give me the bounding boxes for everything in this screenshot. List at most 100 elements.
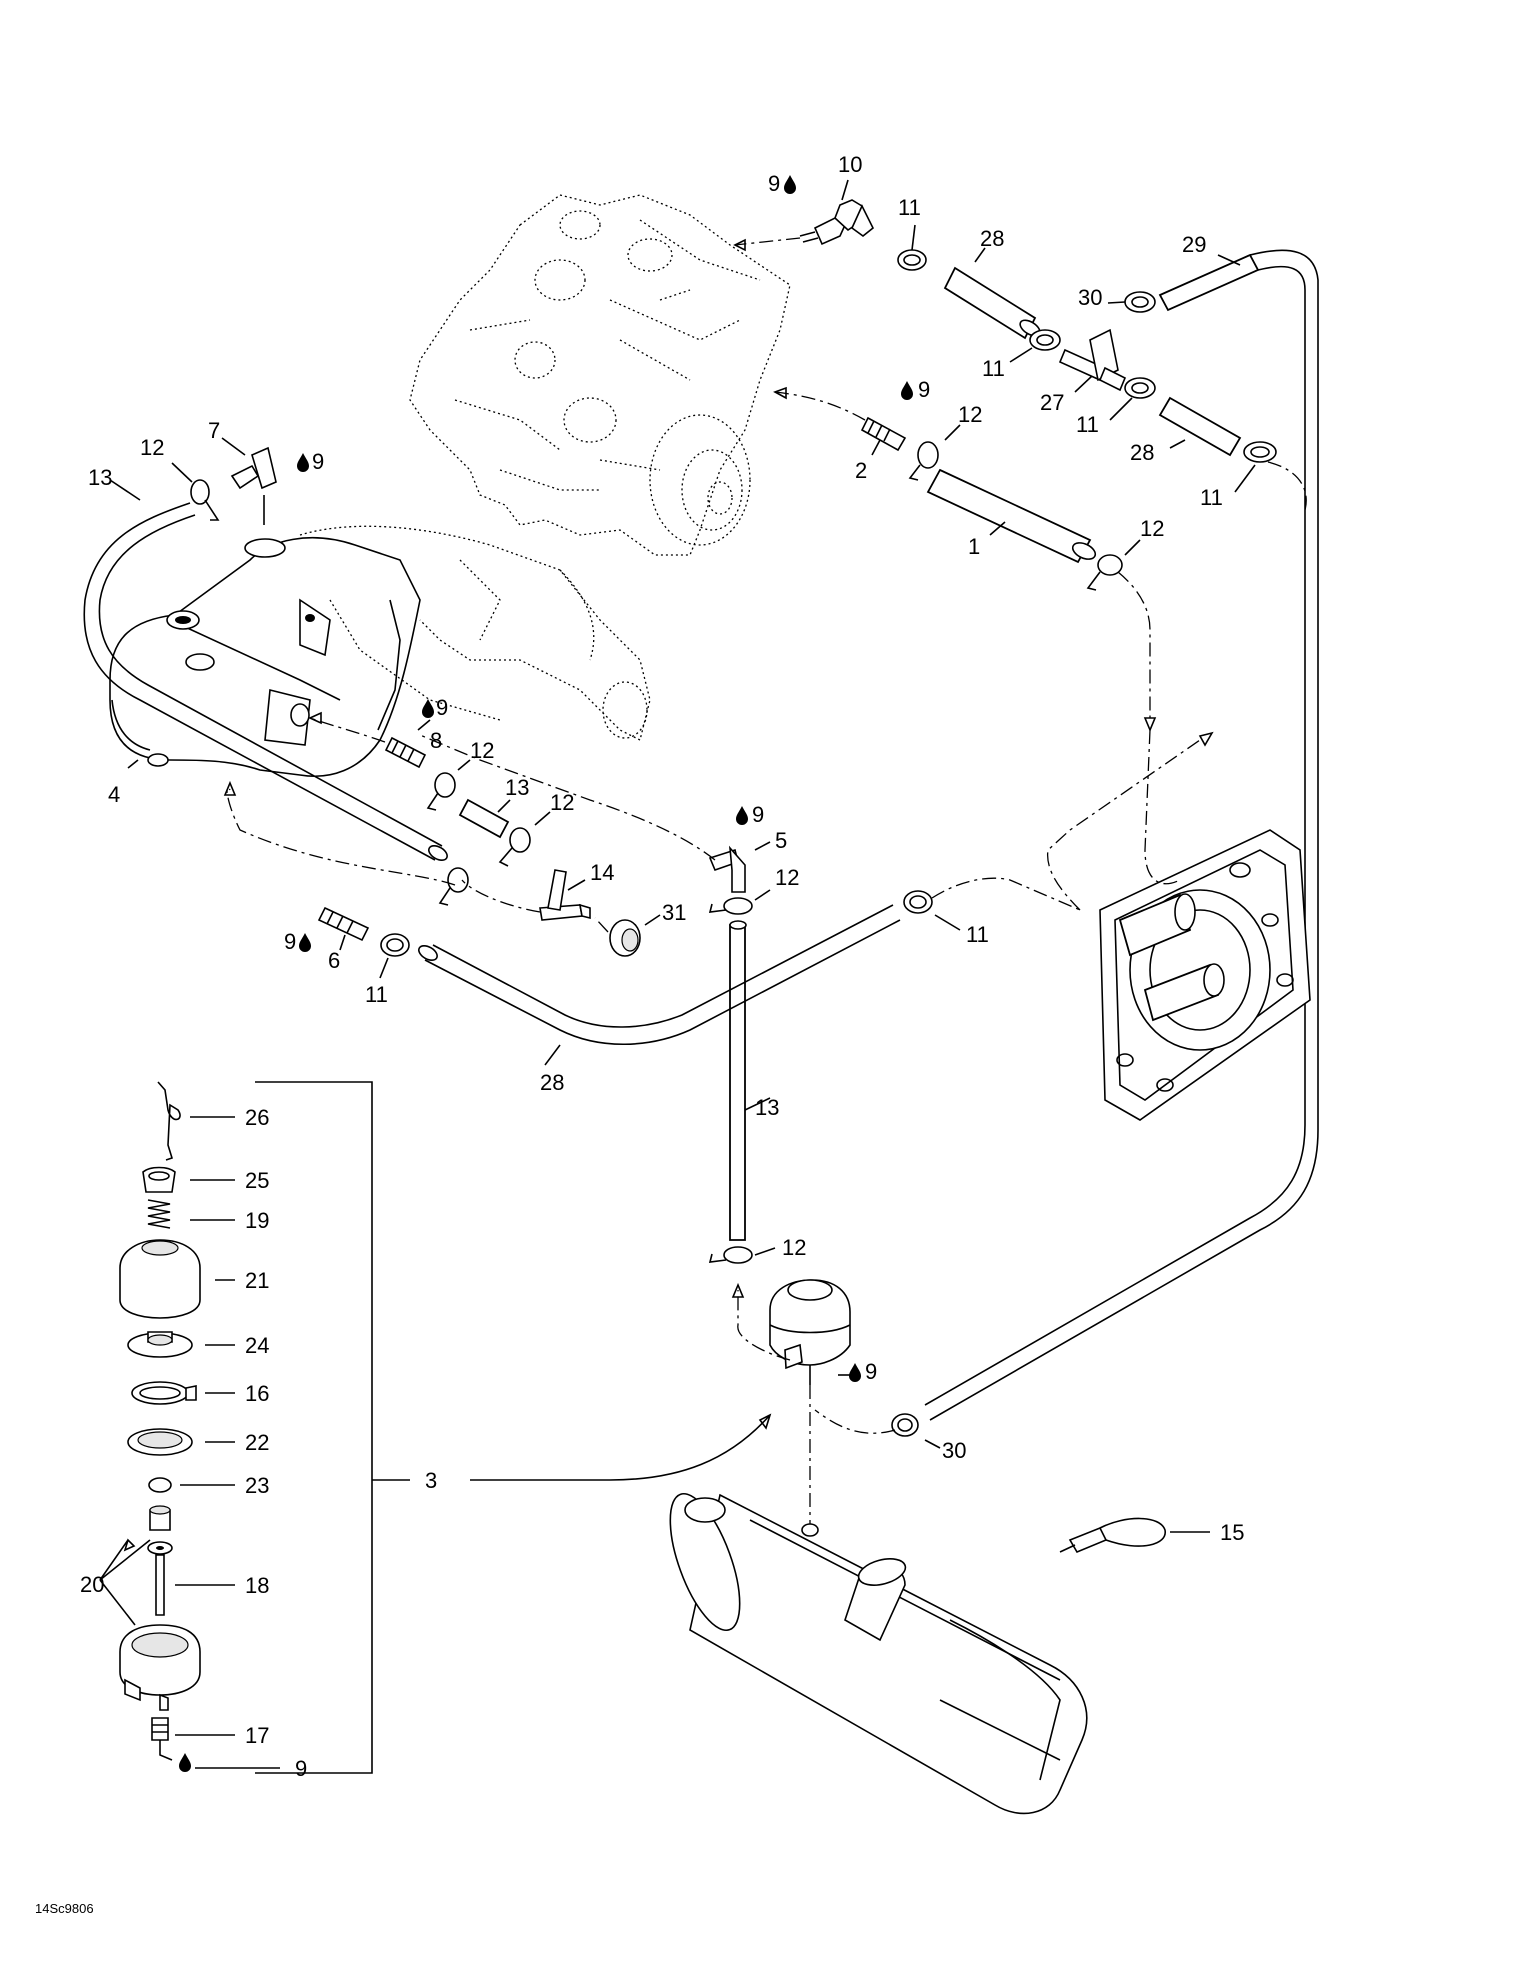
oil-tank-illustration xyxy=(109,537,421,777)
jet-pump-dotted xyxy=(299,525,651,741)
hose-clamp-12-g xyxy=(708,897,753,915)
plug-25 xyxy=(142,1166,176,1193)
oil-drop-icon xyxy=(736,806,748,825)
engine-illustration xyxy=(409,194,791,556)
callout-5: 5 xyxy=(775,828,787,853)
hose-clamp-11-right xyxy=(1124,377,1156,399)
cable-tie-3 xyxy=(1059,1517,1166,1554)
callout-18: 18 xyxy=(245,1573,269,1598)
callout-11: 11 xyxy=(966,922,989,947)
tee-fitting-27 xyxy=(1058,328,1127,392)
callout-12: 12 xyxy=(958,402,982,427)
callout-13: 13 xyxy=(88,465,112,490)
hose-clamp-12-b xyxy=(1086,554,1123,591)
callout-31: 31 xyxy=(662,900,686,925)
oil-drop-icon xyxy=(299,933,311,952)
callout-9: 9 xyxy=(865,1359,877,1384)
hose-28-right xyxy=(1158,396,1242,457)
callout-11: 11 xyxy=(1200,485,1223,510)
valve-body-20 xyxy=(119,1505,201,1711)
callout-25: 25 xyxy=(245,1168,269,1193)
hose-clamp-12-e xyxy=(498,827,531,867)
hose-clamp-11-bottom xyxy=(380,933,410,957)
callout-9: 9 xyxy=(312,449,324,474)
hose-clamp-11-far xyxy=(1243,441,1277,463)
hose-clamp-12-c xyxy=(190,479,220,521)
o-ring-23 xyxy=(148,1477,172,1493)
callout-27: 27 xyxy=(1040,390,1064,415)
hose-clamp-12-a xyxy=(908,441,939,481)
oil-drop-icon xyxy=(849,1363,861,1382)
clamp-16 xyxy=(131,1381,197,1405)
callout-11: 11 xyxy=(982,356,1005,381)
callout-28: 28 xyxy=(980,226,1004,251)
callout-12: 12 xyxy=(1140,516,1164,541)
spring-19 xyxy=(147,1199,171,1229)
callout-24: 24 xyxy=(245,1333,269,1358)
callout-2: 2 xyxy=(855,458,867,483)
callout-3: 15 xyxy=(1220,1520,1244,1545)
callout-19: 19 xyxy=(245,1208,269,1233)
callout-6: 6 xyxy=(328,948,340,973)
callout-1: 1 xyxy=(968,534,980,559)
elbow-fitting-5 xyxy=(708,845,746,893)
callout-12: 12 xyxy=(470,738,494,763)
callout-26: 26 xyxy=(245,1105,269,1130)
callout-22: 22 xyxy=(245,1430,269,1455)
housing-cover-21 xyxy=(119,1239,201,1319)
oil-drop-icon xyxy=(901,381,913,400)
fitting-6 xyxy=(317,906,370,942)
callout-21: 21 xyxy=(245,1268,269,1293)
callout-10: 10 xyxy=(838,152,862,177)
callout-15: 3 xyxy=(425,1468,437,1493)
y-fitting-14 xyxy=(539,869,591,921)
callout-20: 20 xyxy=(80,1572,104,1597)
callout-17: 17 xyxy=(245,1723,269,1748)
hose-clamp-11-top xyxy=(897,249,927,271)
callout-12: 12 xyxy=(782,1235,806,1260)
hose-13-left xyxy=(83,502,448,862)
cap-31 xyxy=(609,919,641,957)
callout-12: 12 xyxy=(550,790,574,815)
callout-13: 13 xyxy=(755,1095,779,1120)
hose-29 xyxy=(924,249,1319,1421)
hose-clamp-30-bottom xyxy=(891,1413,919,1437)
hose-clamp-30-top xyxy=(1124,291,1156,313)
oil-drop-icon xyxy=(179,1753,191,1772)
callout-16: 16 xyxy=(245,1381,269,1406)
oil-drop-icon xyxy=(422,699,434,718)
callout-30: 30 xyxy=(1078,285,1102,310)
hose-13-short xyxy=(458,798,510,839)
wire-clip-26 xyxy=(157,1081,181,1161)
elbow-fitting-10 xyxy=(799,199,875,246)
hose-1 xyxy=(926,468,1097,564)
oil-drop-icon xyxy=(784,175,796,194)
callout-11: 11 xyxy=(1076,412,1099,437)
callout-12: 12 xyxy=(775,865,799,890)
callout-8: 8 xyxy=(430,728,442,753)
callout-9: 9 xyxy=(752,802,764,827)
callout-13: 13 xyxy=(505,775,529,800)
callout-9: 9 xyxy=(918,377,930,402)
fitting-17 xyxy=(151,1717,169,1741)
elbow-fitting-7 xyxy=(230,446,277,490)
exhaust-plate-illustration xyxy=(1099,829,1311,1121)
hose-clamp-12-f xyxy=(438,867,469,906)
hose-clamp-12-d xyxy=(426,772,456,811)
hose-28-bottom xyxy=(418,904,901,1046)
check-valve-assembly xyxy=(769,1279,851,1385)
callout-11: 11 xyxy=(898,195,921,220)
callout-4: 4 xyxy=(108,782,120,807)
callout-28: 28 xyxy=(1130,440,1154,465)
callout-12: 12 xyxy=(140,435,164,460)
callout-23: 23 xyxy=(245,1473,269,1498)
seal-22 xyxy=(127,1428,193,1456)
callout-7: 7 xyxy=(208,418,220,443)
callout-28: 28 xyxy=(540,1070,564,1095)
fitting-2 xyxy=(860,416,907,452)
callout-11: 11 xyxy=(365,982,388,1007)
fitting-8 xyxy=(384,736,427,769)
callout-9: 9 xyxy=(284,929,296,954)
pin-18 xyxy=(155,1554,165,1616)
